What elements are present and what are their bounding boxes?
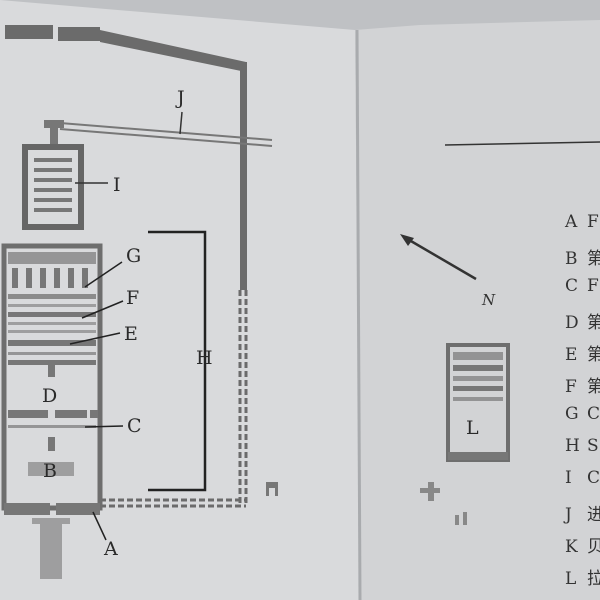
legend-text: 第 bbox=[587, 377, 600, 397]
north-arrow bbox=[403, 235, 477, 281]
label-l: L bbox=[466, 417, 479, 439]
legend-key: B bbox=[565, 249, 578, 269]
enclosure-wall-dashed bbox=[100, 290, 248, 508]
legend-key: J bbox=[565, 505, 572, 525]
legend-key: K bbox=[565, 537, 578, 557]
label-e: E bbox=[124, 323, 138, 345]
building-i bbox=[22, 120, 84, 230]
label-j: J bbox=[175, 87, 185, 109]
label-leaders bbox=[69, 261, 124, 541]
legend-text: 进 bbox=[587, 505, 600, 525]
label-c: C bbox=[127, 415, 142, 437]
small-temple-plan bbox=[446, 343, 510, 462]
legend-key: C bbox=[565, 276, 579, 296]
legend-text: 贝 bbox=[587, 537, 600, 557]
legend-key: A bbox=[565, 212, 578, 232]
label-h: H bbox=[196, 347, 213, 369]
legend-text: S bbox=[587, 436, 599, 456]
legend-text: 第 bbox=[587, 313, 600, 333]
legend-key: I bbox=[565, 468, 572, 488]
enclosure-wall bbox=[5, 25, 247, 290]
label-d: D bbox=[42, 385, 57, 407]
legend-key: H bbox=[565, 436, 580, 456]
processional-way-j bbox=[59, 122, 273, 147]
legend-text: 拉 bbox=[587, 569, 600, 589]
header-rule bbox=[444, 141, 600, 146]
legend-key: F bbox=[565, 377, 577, 397]
label-b: B bbox=[43, 460, 57, 482]
legend-text: 第 bbox=[587, 249, 600, 269]
legend-text: 第 bbox=[587, 345, 600, 365]
book-spine bbox=[355, 29, 362, 600]
small-ruin bbox=[266, 482, 278, 496]
label-f: F bbox=[126, 287, 139, 309]
bracket-h bbox=[148, 230, 207, 492]
north-symbol: N bbox=[481, 291, 496, 309]
legend-key: G bbox=[565, 404, 579, 424]
legend-text: F bbox=[587, 212, 599, 232]
legend-text: C bbox=[587, 468, 600, 488]
label-a: A bbox=[103, 538, 118, 560]
legend-key: E bbox=[565, 345, 578, 365]
legend-key: L bbox=[565, 569, 577, 589]
label-g: G bbox=[126, 245, 141, 267]
small-ruin-cross bbox=[420, 482, 440, 501]
label-i: I bbox=[113, 174, 121, 196]
small-ruin-pillars bbox=[455, 512, 467, 525]
main-temple bbox=[1, 243, 103, 579]
legend-text: C bbox=[587, 404, 600, 424]
legend-text: F bbox=[587, 276, 599, 296]
legend-key: D bbox=[565, 313, 579, 333]
right-page bbox=[355, 20, 600, 600]
